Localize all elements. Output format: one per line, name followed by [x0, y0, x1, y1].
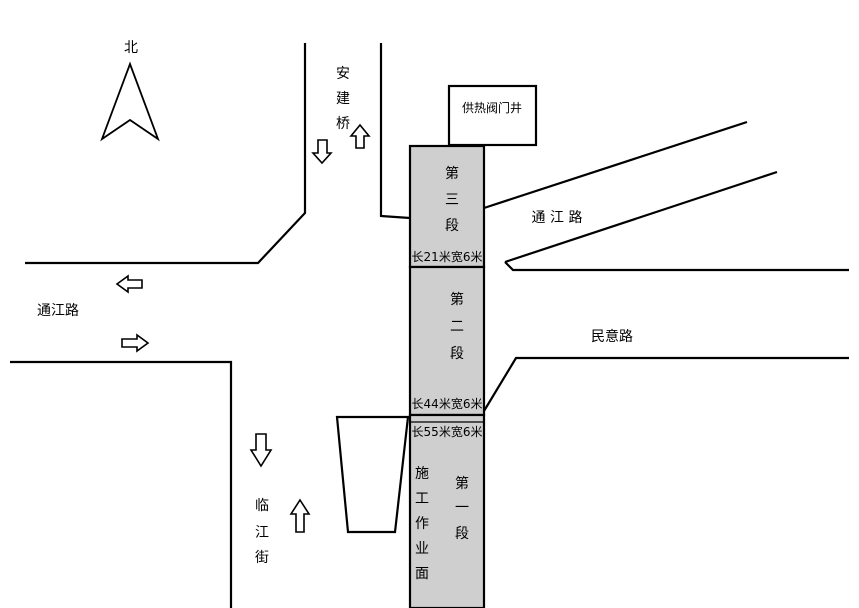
- tongjiang-road-right-label: 通 江 路: [532, 210, 583, 226]
- north-label: 北: [124, 40, 138, 56]
- valve-well-label: 供热阀门井: [462, 100, 522, 115]
- segment-third-size: 长21米宽6米: [412, 249, 483, 264]
- arrow-up-icon: [289, 498, 311, 533]
- svg-text:段: 段: [450, 346, 464, 362]
- work-zone-trapezoid: [335, 415, 410, 534]
- svg-text:一: 一: [455, 500, 469, 516]
- segment-second-size: 长44米宽6米: [412, 396, 483, 411]
- svg-text:江: 江: [255, 525, 269, 541]
- svg-text:二: 二: [450, 319, 464, 335]
- svg-text:第: 第: [450, 291, 464, 308]
- svg-text:业: 业: [415, 541, 429, 557]
- valve-well-box: [447, 84, 538, 147]
- arrow-left-icon: [115, 274, 143, 294]
- segment-first-name: 第 一 段: [455, 475, 469, 542]
- svg-text:第: 第: [445, 165, 459, 182]
- segment-second-name: 第 二 段: [450, 291, 464, 362]
- segment-first-size: 长55米宽6米: [412, 424, 483, 439]
- road-outlines: [10, 43, 849, 608]
- arrow-up-icon: [349, 123, 371, 149]
- svg-text:建: 建: [336, 91, 350, 107]
- arrow-down-icon: [311, 139, 333, 165]
- arrow-down-icon: [249, 433, 273, 468]
- svg-text:三: 三: [445, 192, 459, 208]
- svg-text:第: 第: [455, 475, 469, 492]
- work-area-label: 施 工 作 业 面: [415, 466, 429, 582]
- svg-text:作: 作: [415, 516, 429, 532]
- arrow-right-icon: [121, 333, 150, 353]
- svg-text:街: 街: [255, 550, 269, 566]
- svg-text:桥: 桥: [336, 116, 350, 132]
- segment-first-block: [408, 413, 486, 608]
- north-arrow-icon: [100, 61, 160, 142]
- linjiang-street-label: 临 江 街: [255, 498, 269, 566]
- minyi-road-label: 民意路: [591, 328, 633, 345]
- svg-text:临: 临: [255, 498, 269, 514]
- svg-text:施: 施: [415, 466, 429, 482]
- svg-text:安: 安: [336, 66, 350, 82]
- segment-third-name: 第 三 段: [445, 165, 459, 234]
- tongjiang-road-left-label: 通江路: [37, 303, 79, 319]
- anjianqiao-label: 安 建 桥: [336, 66, 350, 132]
- svg-text:段: 段: [455, 526, 469, 542]
- svg-text:工: 工: [415, 491, 429, 507]
- segment-second-block: [408, 265, 486, 417]
- svg-text:段: 段: [445, 218, 459, 234]
- svg-text:面: 面: [415, 566, 429, 582]
